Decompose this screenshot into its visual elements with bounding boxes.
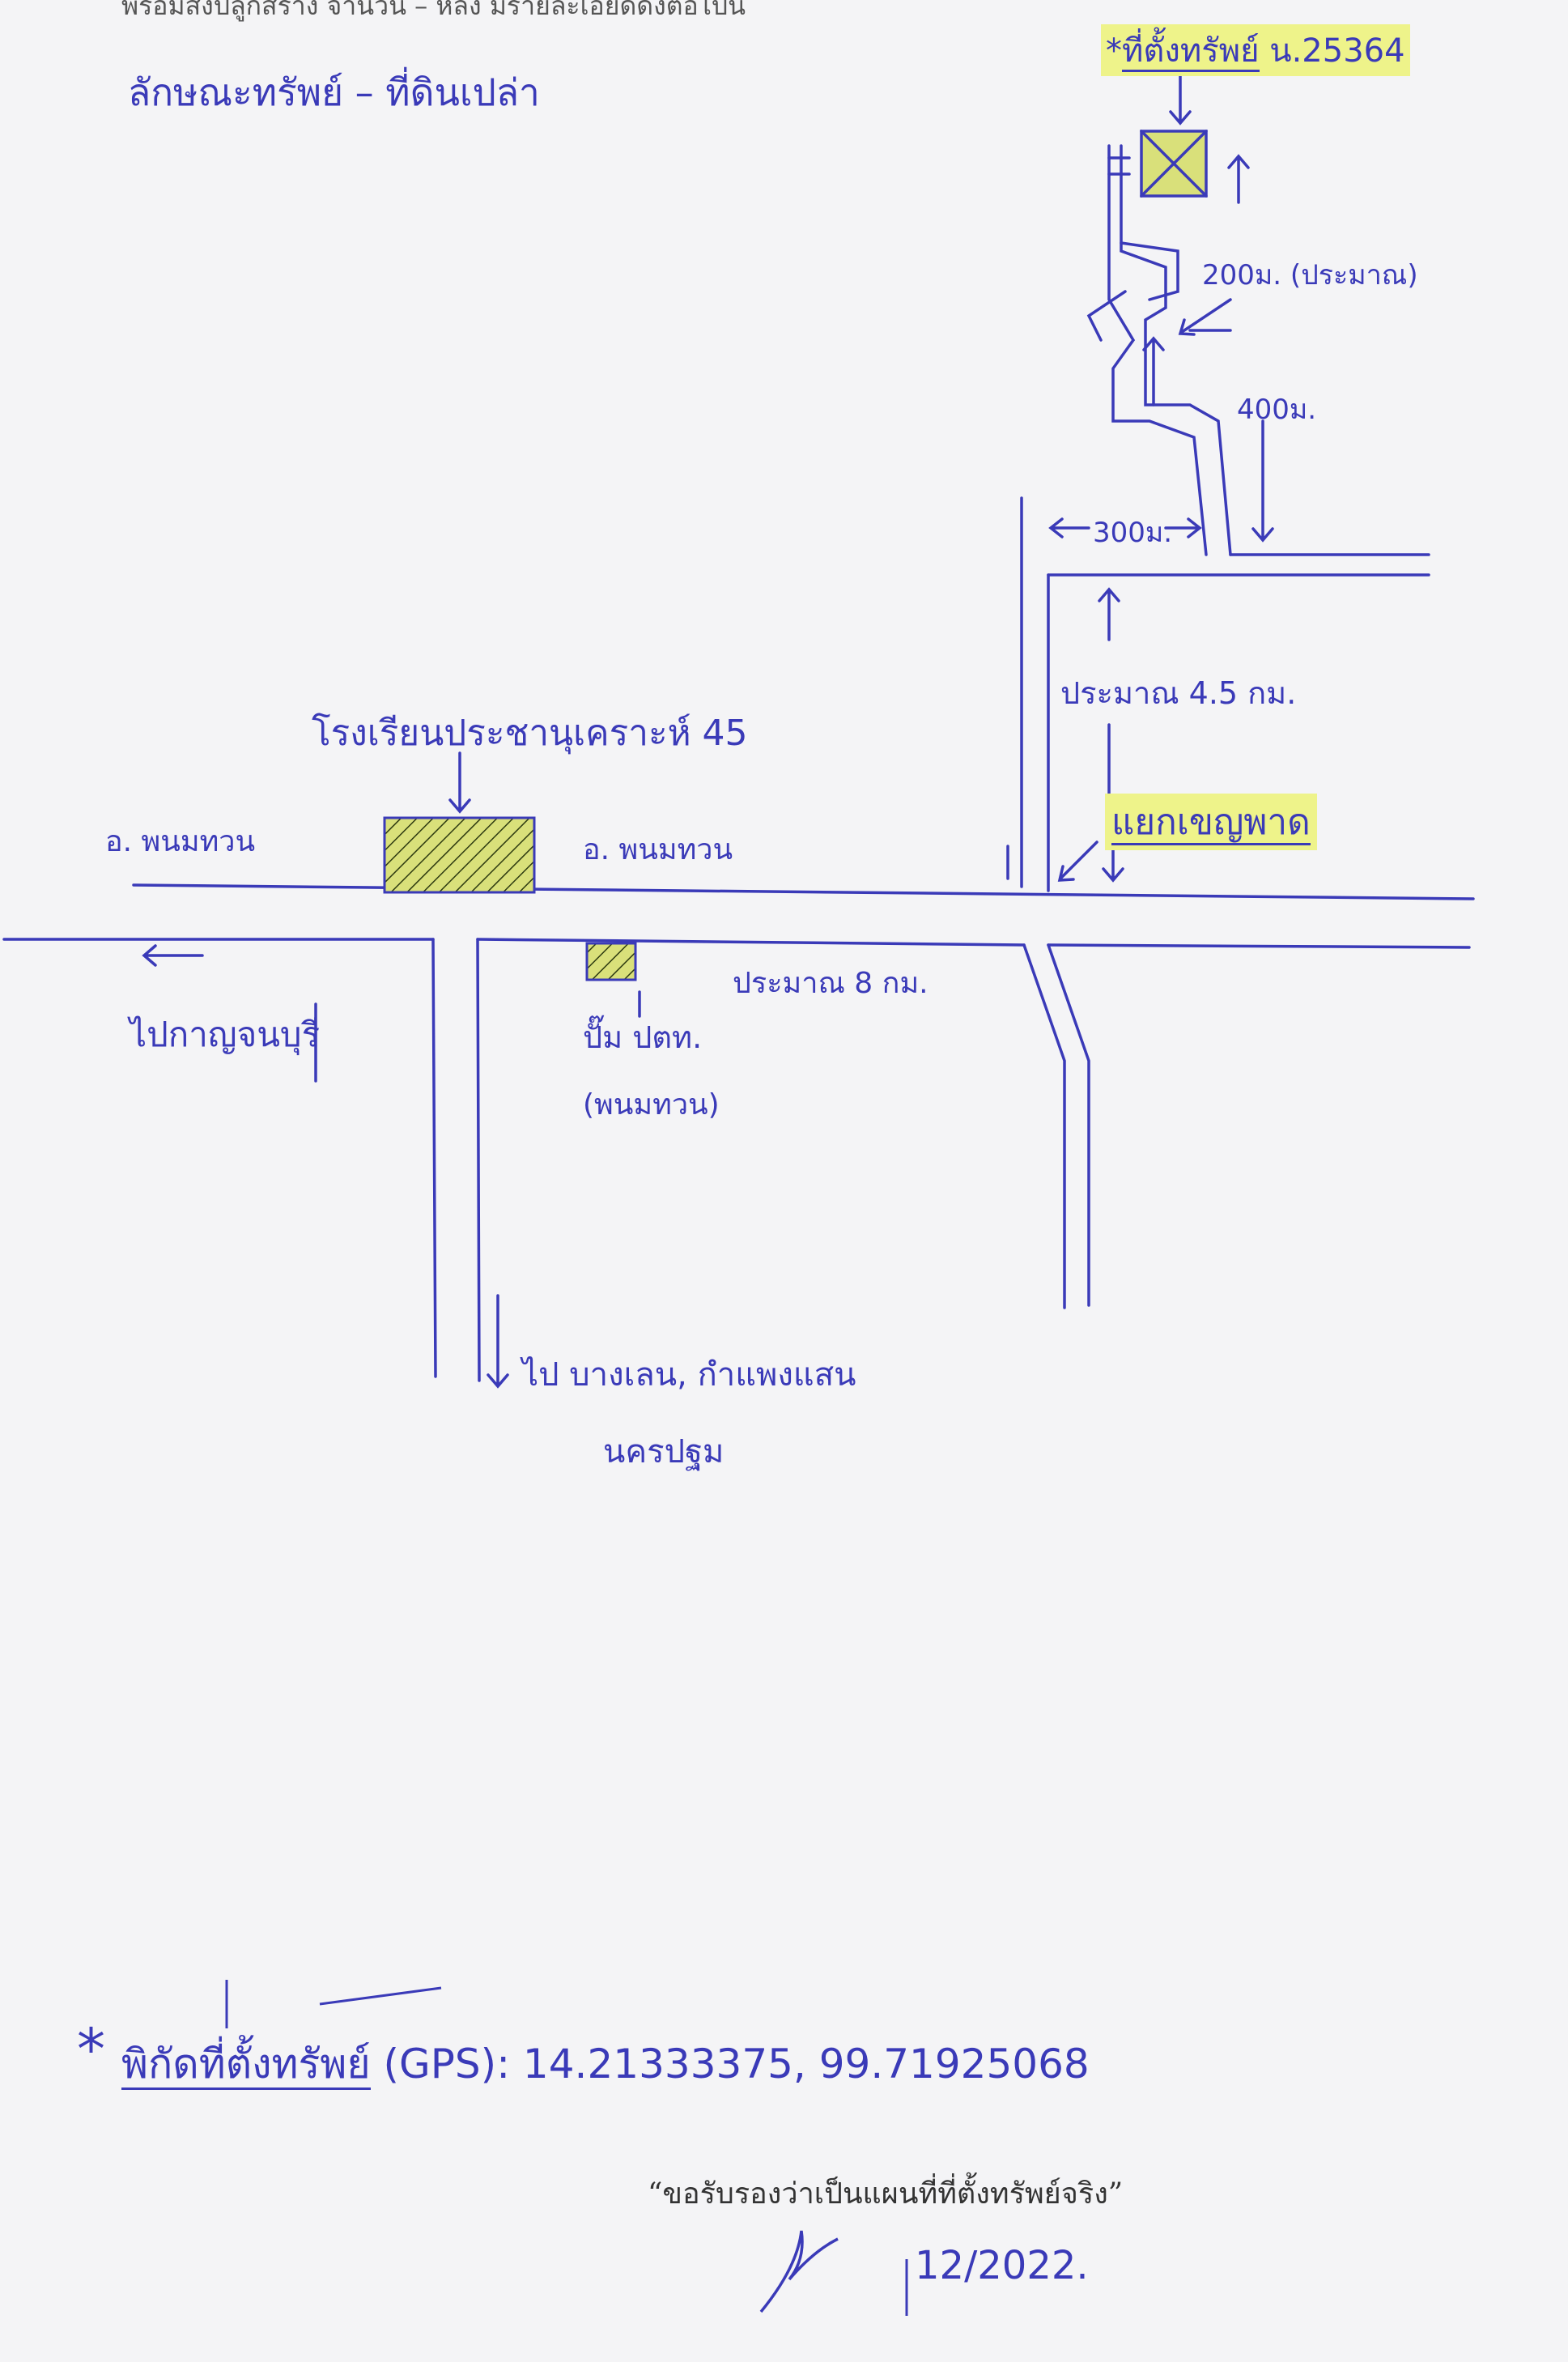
- arrow-up-property: [1227, 154, 1250, 204]
- gps-value: : 14.21333375, 99.71925068: [496, 2041, 1090, 2087]
- access-lane-right: [1120, 144, 1232, 556]
- gas-station-label: ปั๊ม ปตท.: [583, 1019, 703, 1055]
- school-label: โรงเรียนประชานุเคราะห์ 45: [312, 713, 748, 754]
- main-road-south-edge-mid: [476, 938, 1026, 947]
- to-south-label: ไป บางเลน, กำแพงแสน: [522, 1356, 856, 1394]
- access-lane-left: [1107, 144, 1208, 556]
- access-lane-inner: [1086, 290, 1127, 342]
- district-right-label: อ. พนมทวน: [583, 833, 733, 866]
- arrow-300m-left: [1048, 517, 1090, 538]
- access-lane-mid: [1120, 241, 1179, 301]
- property-location-label: *ที่ตั้งทรัพย์ น.25364: [1101, 24, 1410, 76]
- label-4-5km: ประมาณ 4.5 กม.: [1060, 675, 1297, 711]
- gps-label: พิกัดที่ตั้งทรัพย์: [121, 2041, 371, 2090]
- arrow-up-400m: [1142, 336, 1165, 406]
- arrow-down-property: [1169, 70, 1192, 126]
- se-road-east-edge: [1047, 943, 1090, 1307]
- junction-label: แยกเขญพาด: [1105, 794, 1317, 850]
- arrow-down-school: [448, 751, 471, 814]
- deed-number: น.25364: [1269, 32, 1405, 70]
- arrow-down-south: [487, 1294, 509, 1389]
- to-kanchanaburi-label: ไปกาญจนบุรี: [130, 1015, 321, 1054]
- arrow-up-4-5km: [1098, 587, 1120, 641]
- signature-date: 12/2022.: [915, 2243, 1089, 2288]
- property-location-text: ที่ตั้งทรัพย์: [1122, 32, 1260, 72]
- label-300m: 300ม.: [1093, 517, 1173, 549]
- typed-header-line: พร้อมสิ่งปลูกสร้าง จำนวน – หลัง มีรายละเ…: [121, 0, 746, 21]
- arrow-300m-right: [1164, 517, 1202, 538]
- south-road-east-edge: [476, 938, 481, 1382]
- arrow-down-400m: [1251, 419, 1274, 543]
- se-road-west-edge: [1022, 943, 1066, 1309]
- label-400m: 400ม.: [1237, 394, 1317, 426]
- signature-top-scribble: [225, 1980, 442, 2028]
- label-200m: 200ม. (ประมาณ): [1202, 259, 1418, 292]
- gas-station-building: [585, 942, 637, 981]
- arrow-200m: [1178, 298, 1232, 336]
- school-building: [383, 816, 536, 894]
- distance-8km-label: ประมาณ 8 กม.: [733, 967, 928, 1000]
- south-road-west-edge: [431, 938, 437, 1378]
- signature-mark: [759, 2230, 839, 2313]
- certification-text: “ขอรับรองว่าเป็นแผนที่ที่ตั้งทรัพย์จริง”: [648, 2177, 1124, 2211]
- district-left-label: อ. พนมทวน: [105, 825, 256, 858]
- to-south-line2-label: นครปฐม: [603, 1433, 725, 1470]
- svg-text:*: *: [77, 2016, 105, 2083]
- gps-tag: (GPS): [383, 2041, 497, 2087]
- gps-line: พิกัดที่ตั้งทรัพย์ (GPS): 14.21333375, 9…: [121, 2032, 1090, 2096]
- gas-station-location-label: (พนมทวน): [583, 1088, 720, 1121]
- asterisk-icon: *: [1106, 32, 1122, 70]
- arrow-left-kanchanaburi: [142, 944, 204, 967]
- property-type-label: ลักษณะทรัพย์ – ที่ดินเปล่า: [128, 70, 540, 114]
- main-road-north-edge: [132, 883, 1475, 900]
- arrow-junction-diag: [1057, 841, 1098, 882]
- main-road-south-edge-east: [1047, 943, 1471, 949]
